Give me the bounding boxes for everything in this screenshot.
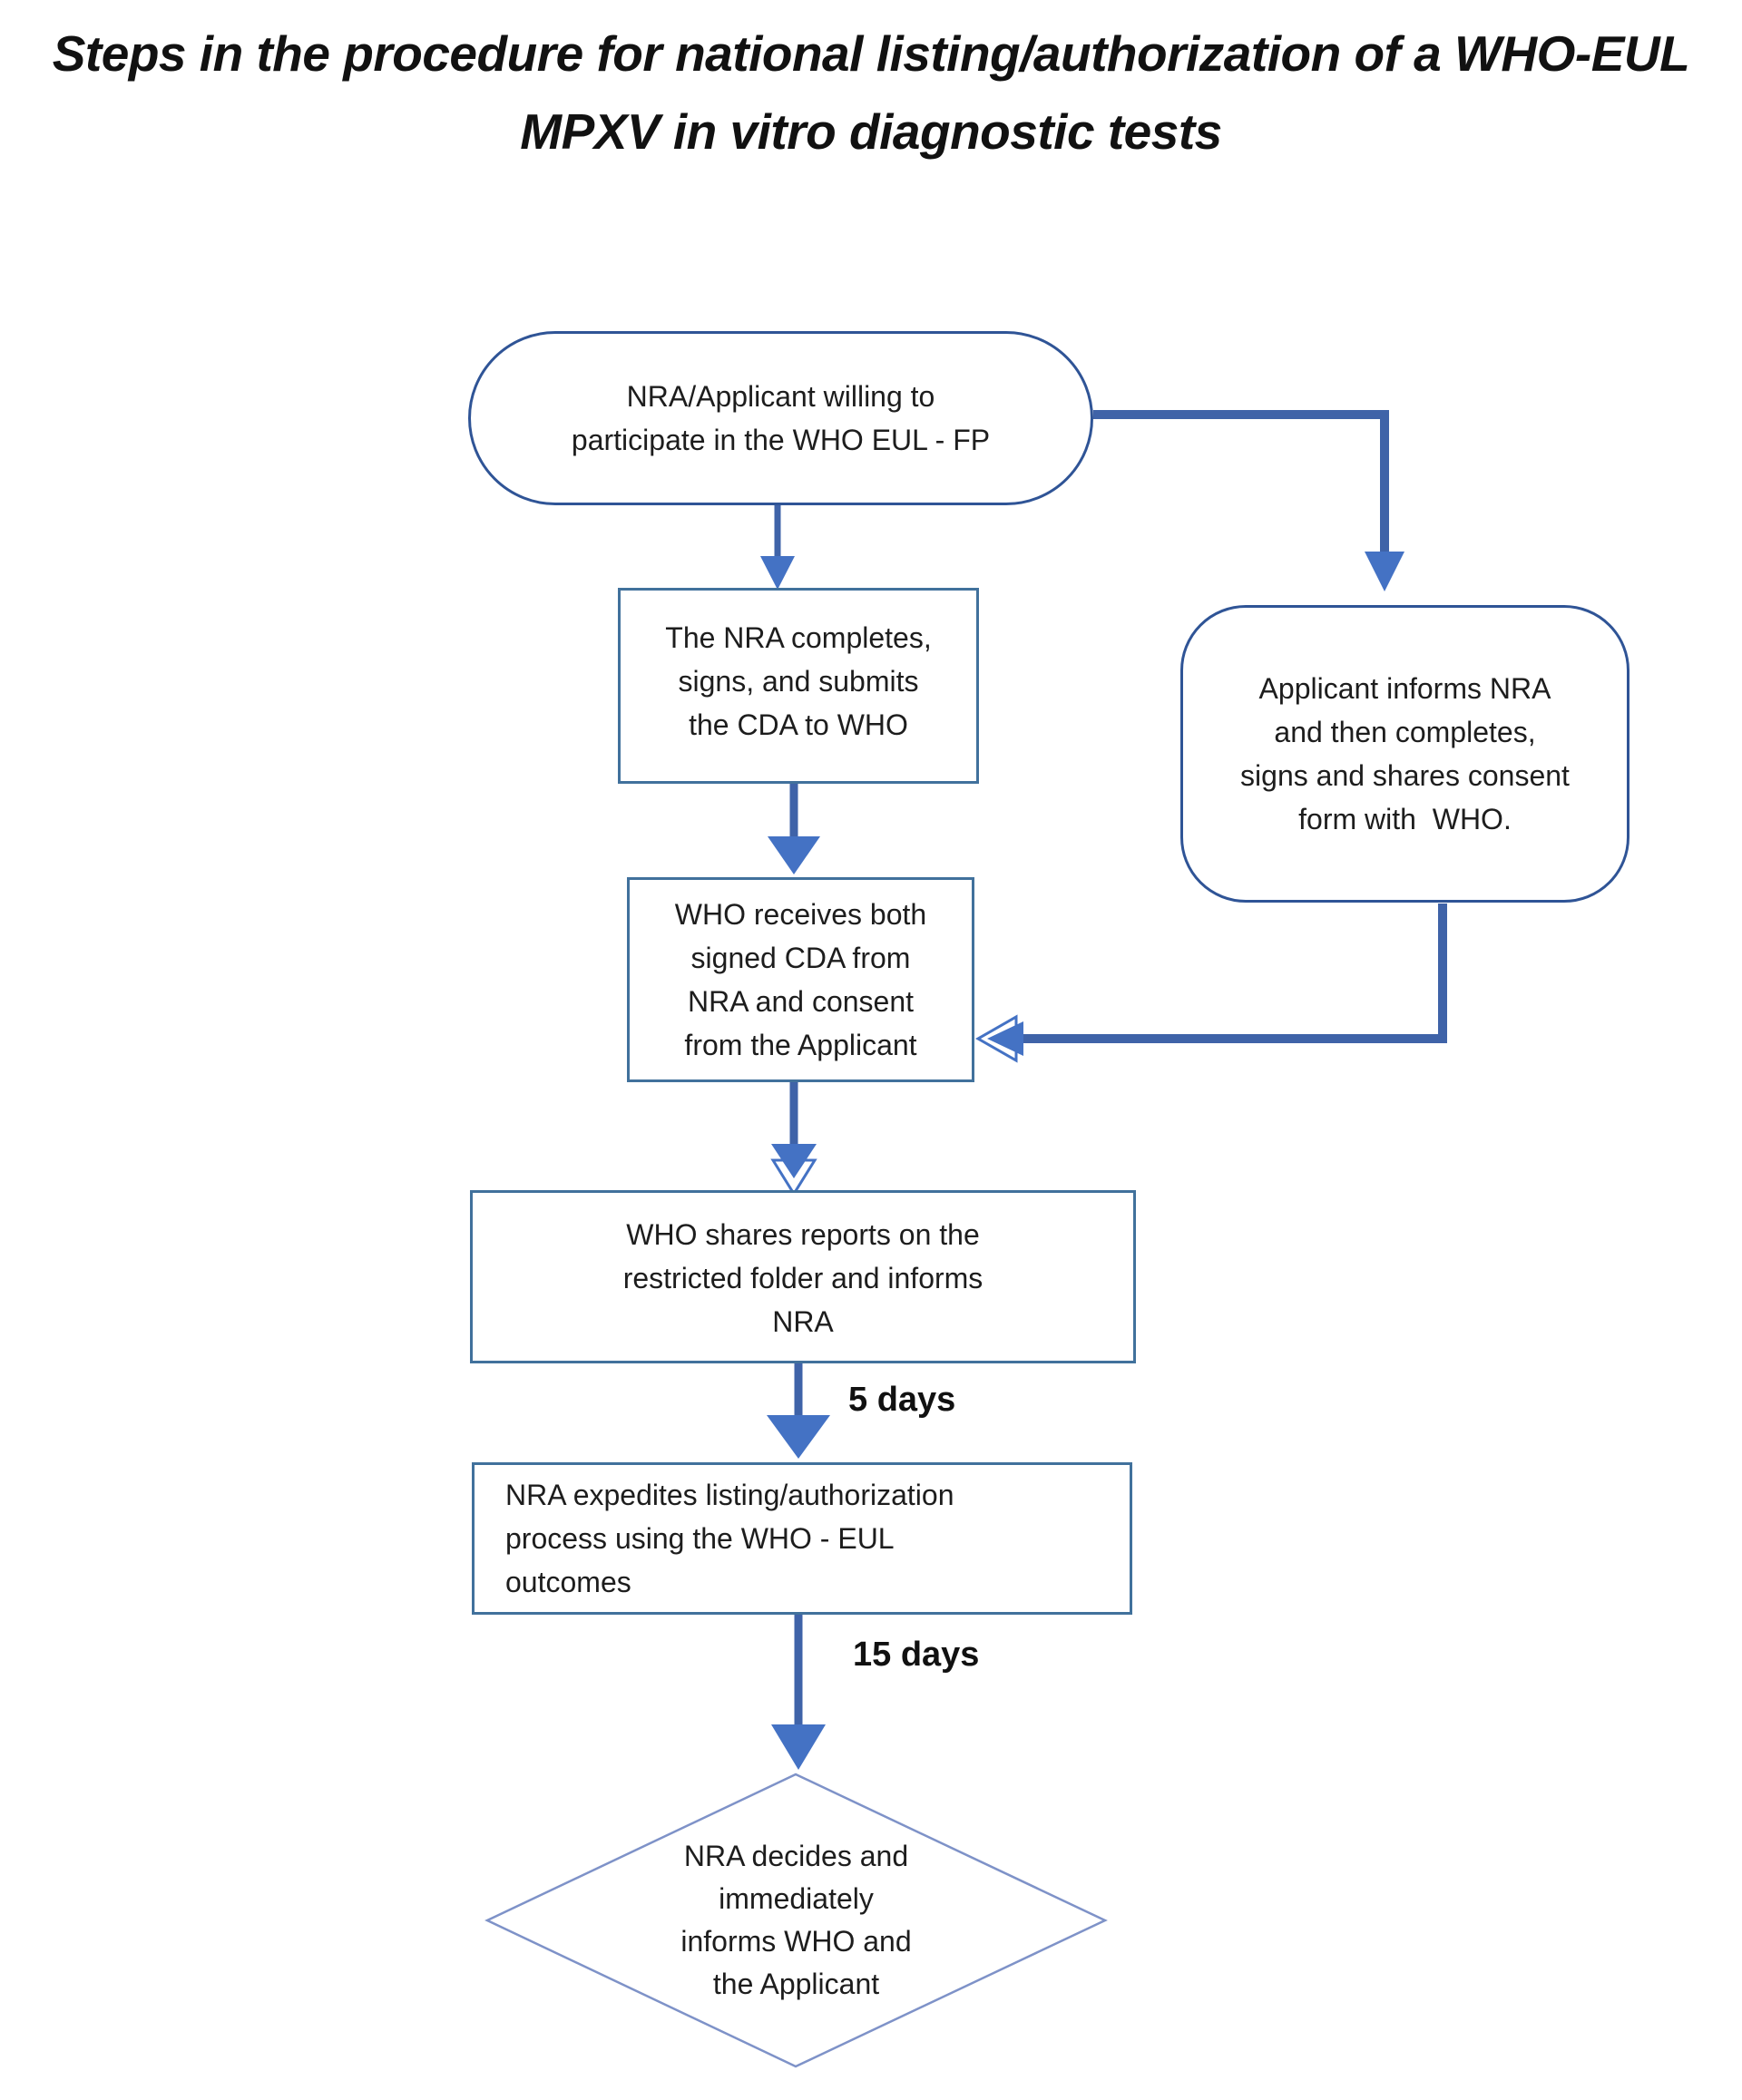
arrowhead-nra-cda-to-who-receives	[768, 836, 820, 874]
node-applicant-consent: Applicant informs NRA and then completes…	[1180, 605, 1629, 903]
connector-applicant-to-who-receives	[1022, 903, 1447, 1043]
page-title: Steps in the procedure for national list…	[52, 25, 1690, 160]
node-who-shares-reports: WHO shares reports on the restricted fol…	[470, 1190, 1136, 1363]
node-start-stadium: NRA/Applicant willing to participate in …	[468, 331, 1093, 505]
arrowhead-connector-to-applicant	[1365, 552, 1404, 591]
arrowhead-who-shares-to-expedites	[767, 1415, 830, 1459]
arrowhead-who-receives-to-who-shares	[771, 1144, 817, 1178]
node-who-receives: WHO receives both signed CDA from NRA an…	[627, 877, 974, 1082]
arrowhead-connector-to-who-receives	[987, 1021, 1023, 1056]
open-arrowhead-who-shares	[770, 1158, 817, 1197]
arrowhead-expedites-to-decides	[771, 1724, 826, 1770]
connector-start-to-applicant	[1093, 410, 1389, 557]
edge-label-5-days: 5 days	[848, 1381, 956, 1419]
arrowhead-start-to-nra-cda	[760, 556, 795, 590]
node-nra-decides-diamond: NRA decides and immediately informs WHO …	[680, 1840, 912, 2000]
node-nra-expedites: NRA expedites listing/authorization proc…	[472, 1462, 1132, 1615]
edge-label-15-days: 15 days	[853, 1636, 980, 1674]
open-arrowhead-who-receives	[974, 1014, 1018, 1063]
node-nra-completes-cda: The NRA completes, signs, and submits th…	[618, 588, 979, 784]
